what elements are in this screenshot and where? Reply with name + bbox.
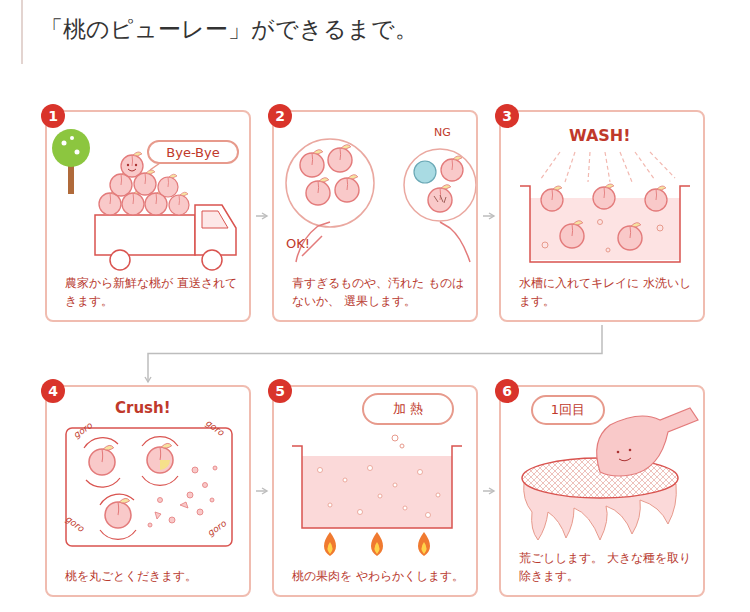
callout-label: Crush!: [115, 399, 171, 417]
callout-label: NG: [434, 126, 451, 139]
step-number: 6: [495, 379, 519, 403]
bubble-text: Bye-Bye: [166, 145, 219, 160]
step-number: 1: [41, 104, 65, 128]
callout-label: goro: [72, 420, 94, 440]
step-caption: 農家から新鮮な桃が 直送されてきます。: [65, 275, 241, 310]
step-panel: 5桃の果肉を やわらかくします。加 熱: [272, 385, 478, 597]
flow-arrow: [483, 215, 494, 217]
step-panel: 1農家から新鮮な桃が 直送されてきます。Bye-Bye: [45, 110, 251, 322]
flow-arrow: [148, 325, 602, 382]
speech-bubble: 加 熱: [362, 393, 454, 425]
bubble-text: 加 熱: [393, 400, 423, 418]
speech-bubble: Bye-Bye: [147, 140, 239, 164]
step-caption: 水槽に入れてキレイに 水洗いします。: [519, 275, 695, 310]
step-number: 5: [268, 379, 292, 403]
step-caption: 桃の果肉を やわらかくします。: [292, 568, 468, 585]
step-number: 4: [41, 379, 65, 403]
bubble-text: 1回目: [551, 401, 585, 419]
flow-arrow: [483, 490, 494, 492]
flow-arrow: [256, 490, 267, 492]
callout-label: goro: [204, 418, 226, 438]
callout-label: OK!: [286, 236, 310, 251]
step-caption: 桃を丸ごとくだきます。: [65, 568, 241, 585]
step-panel: 6荒ごしします。 大きな種を取り除きます。1回目: [499, 385, 705, 597]
title: 「桃のピューレー」ができるまで。: [40, 14, 418, 45]
step-panel: 4桃を丸ごとくだきます。Crush!gorogorogorogoro: [45, 385, 251, 597]
callout-label: WASH!: [569, 126, 631, 145]
step-number: 2: [268, 104, 292, 128]
step-caption: 荒ごしします。 大きな種を取り除きます。: [519, 550, 695, 585]
callout-label: goro: [64, 514, 86, 534]
speech-bubble: 1回目: [531, 395, 605, 425]
step-panel: 3水槽に入れてキレイに 水洗いします。WASH!: [499, 110, 705, 322]
step-caption: 青すぎるものや、汚れた ものはないか、 選果します。: [292, 275, 468, 310]
callout-label: goro: [206, 518, 228, 538]
step-number: 3: [495, 104, 519, 128]
step-panel: 2青すぎるものや、汚れた ものはないか、 選果します。NGOK!: [272, 110, 478, 322]
flow-arrow: [256, 215, 267, 217]
